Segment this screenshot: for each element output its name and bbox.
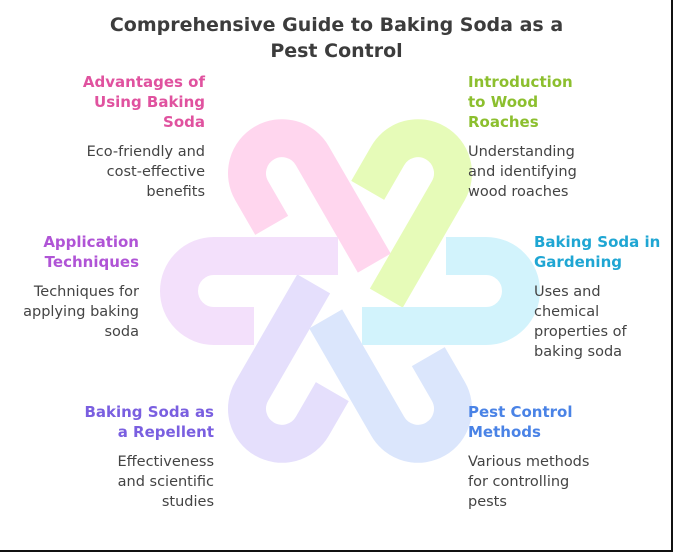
- desc-line: Effectiveness: [117, 454, 214, 470]
- section-gardening-title: Baking Soda in Gardening: [534, 232, 673, 272]
- desc-line: Understanding: [468, 144, 575, 160]
- desc-line: and scientific: [117, 474, 214, 490]
- desc-line: pests: [468, 494, 507, 510]
- title-line: Application: [43, 233, 139, 251]
- desc-line: for controlling: [468, 474, 570, 490]
- desc-line: Uses and: [534, 284, 601, 300]
- desc-line: wood roaches: [468, 184, 569, 200]
- desc-line: studies: [161, 494, 214, 510]
- title-line: Techniques: [44, 253, 139, 271]
- section-repellent: Baking Soda as a Repellent Effectiveness…: [50, 402, 214, 512]
- title-line: Introduction: [468, 73, 573, 91]
- desc-line: soda: [104, 324, 139, 340]
- section-introduction-desc: Understanding and identifying wood roach…: [468, 142, 638, 202]
- section-methods-title: Pest Control Methods: [468, 402, 648, 442]
- section-gardening: Baking Soda in Gardening Uses and chemic…: [534, 232, 673, 362]
- title-line: Advantages of: [82, 73, 205, 91]
- section-repellent-desc: Effectiveness and scientific studies: [50, 452, 214, 512]
- title-line: Methods: [468, 423, 541, 441]
- desc-line: and identifying: [468, 164, 577, 180]
- desc-line: cost-effective: [106, 164, 205, 180]
- desc-line: Various methods: [468, 454, 590, 470]
- title-line: Baking Soda as: [84, 403, 214, 421]
- desc-line: applying baking: [23, 304, 139, 320]
- section-introduction: Introduction to Wood Roaches Understandi…: [468, 72, 638, 202]
- title-line: Soda: [163, 113, 205, 131]
- title-line-2: Pest Control: [270, 40, 403, 62]
- desc-line: baking soda: [534, 344, 623, 360]
- diagram-title: Comprehensive Guide to Baking Soda as a …: [80, 12, 593, 64]
- title-line: to Wood: [468, 93, 539, 111]
- section-repellent-title: Baking Soda as a Repellent: [50, 402, 214, 442]
- section-advantages: Advantages of Using Baking Soda Eco-frie…: [40, 72, 205, 202]
- section-methods: Pest Control Methods Various methods for…: [468, 402, 648, 512]
- section-application-desc: Techniques for applying baking soda: [0, 282, 139, 342]
- section-methods-desc: Various methods for controlling pests: [468, 452, 648, 512]
- section-introduction-title: Introduction to Wood Roaches: [468, 72, 638, 132]
- section-application-title: Application Techniques: [0, 232, 139, 272]
- desc-line: Eco-friendly and: [86, 144, 205, 160]
- section-application: Application Techniques Techniques for ap…: [0, 232, 139, 342]
- title-line: Roaches: [468, 113, 539, 131]
- title-line: Using Baking: [94, 93, 205, 111]
- title-line: Gardening: [534, 253, 622, 271]
- title-line: a Repellent: [117, 423, 214, 441]
- desc-line: Techniques for: [33, 284, 139, 300]
- section-gardening-desc: Uses and chemical properties of baking s…: [534, 282, 673, 362]
- title-line: Baking Soda in: [534, 233, 661, 251]
- desc-line: chemical: [534, 304, 600, 320]
- title-line-1: Comprehensive Guide to Baking Soda as a: [109, 14, 564, 36]
- desc-line: benefits: [146, 184, 205, 200]
- section-advantages-desc: Eco-friendly and cost-effective benefits: [40, 142, 205, 202]
- section-advantages-title: Advantages of Using Baking Soda: [40, 72, 205, 132]
- title-line: Pest Control: [468, 403, 573, 421]
- desc-line: properties of: [534, 324, 627, 340]
